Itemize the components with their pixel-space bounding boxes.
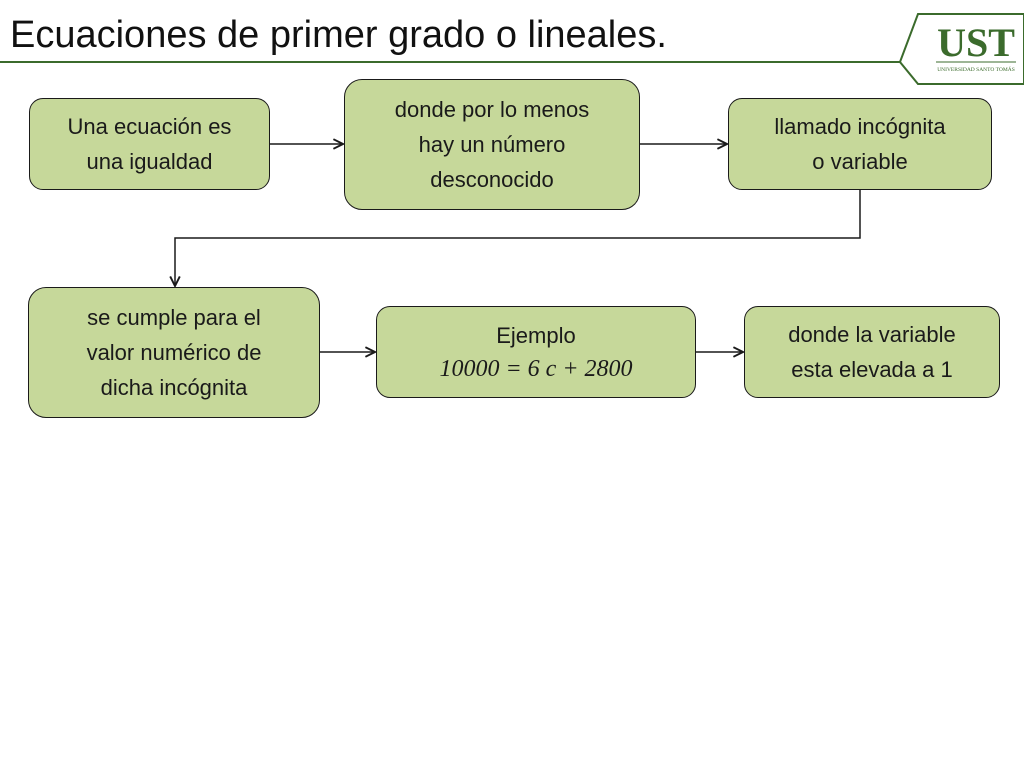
node-line: dicha incógnita — [100, 375, 248, 401]
logo-frame — [898, 13, 1024, 85]
node-line: donde la variable — [788, 321, 956, 347]
slide-title: Ecuaciones de primer grado o lineales. — [10, 14, 667, 56]
example-label: Ejemplo — [496, 322, 576, 348]
node-line: una igualdad — [86, 149, 213, 174]
node-line: llamado incógnita — [774, 113, 946, 139]
node-line: desconocido — [430, 167, 554, 193]
node-line: o variable — [812, 149, 908, 174]
node-line: esta elevada a 1 — [791, 357, 953, 382]
example-equation: 10000 = 6 c + 2800 — [439, 355, 633, 382]
node-line: valor numérico de — [86, 339, 262, 365]
node-una-ecuacion: Una ecuación es una igualdad — [29, 98, 270, 190]
logo-subtitle: UNIVERSIDAD SANTO TOMÁS — [937, 65, 1015, 73]
header-graphics: UST UNIVERSIDAD SANTO TOMÁS — [0, 13, 1024, 85]
node-line: Una ecuación es — [67, 113, 232, 139]
node-ejemplo: Ejemplo 10000 = 6 c + 2800 — [376, 306, 696, 398]
node-numero-desconocido: donde por lo menos hay un número descono… — [344, 79, 640, 210]
node-incognita: llamado incógnita o variable — [728, 98, 992, 190]
node-line: se cumple para el — [87, 304, 261, 330]
node-variable-elevada: donde la variable esta elevada a 1 — [744, 306, 1000, 398]
node-se-cumple: se cumple para el valor numérico de dich… — [28, 287, 320, 418]
node-line: hay un número — [418, 131, 566, 157]
logo-text: UST — [937, 20, 1015, 65]
node-line: donde por lo menos — [394, 96, 590, 122]
